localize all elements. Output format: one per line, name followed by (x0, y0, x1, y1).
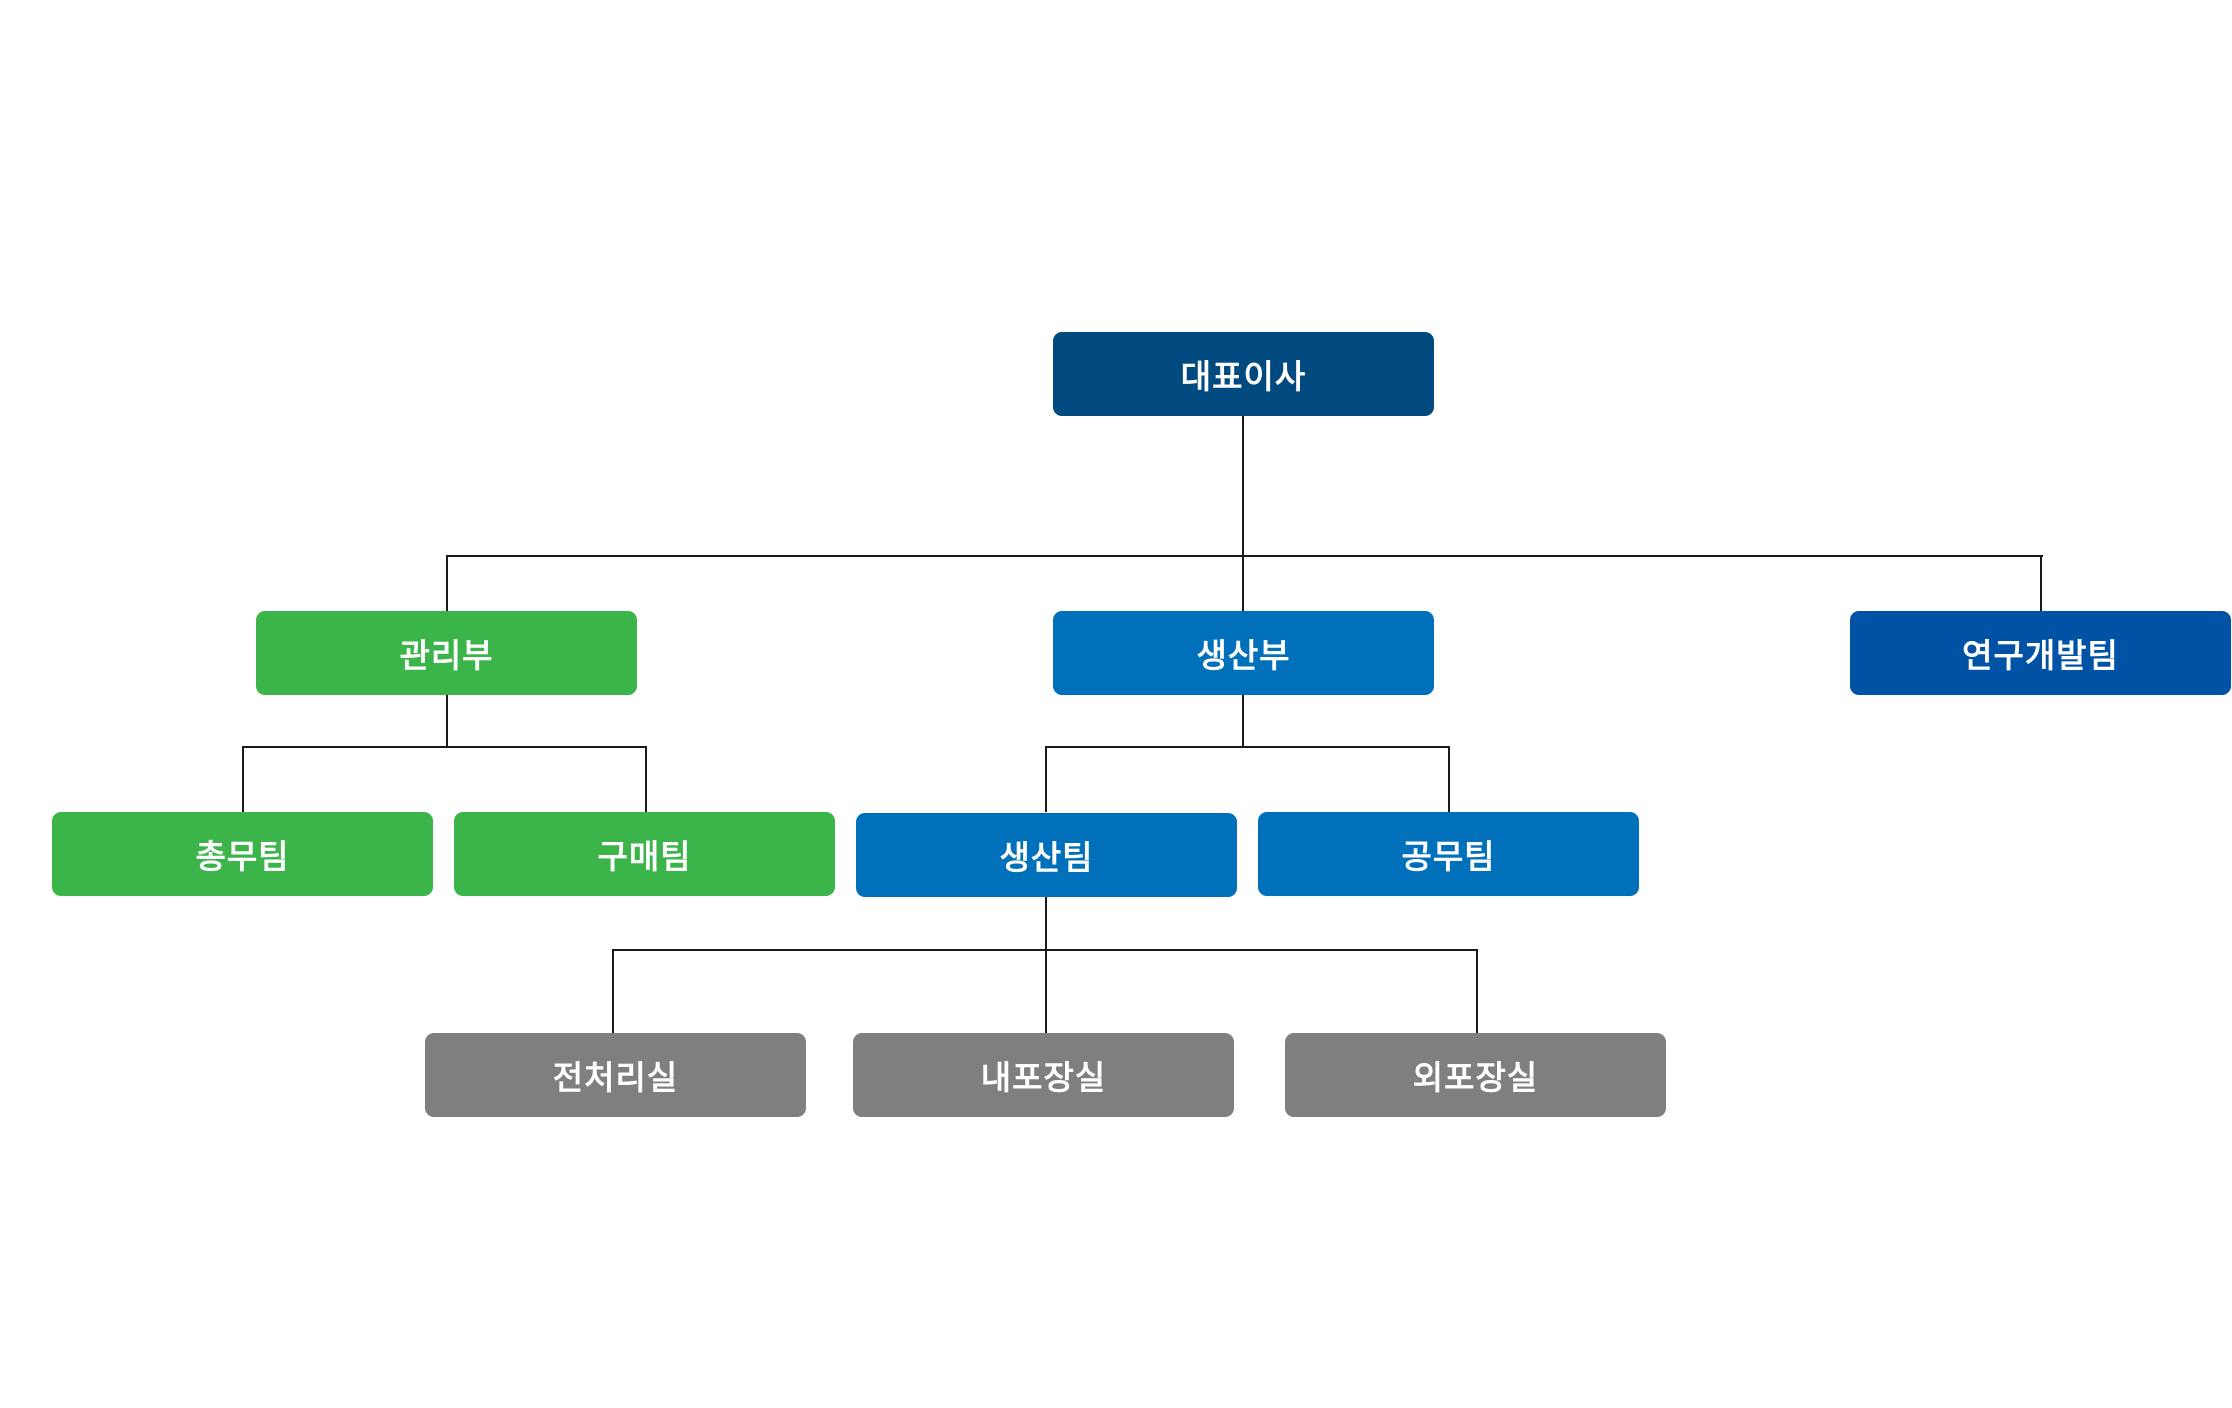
general-affairs-team-label: 총무팀 (195, 837, 290, 876)
connector-facilities-up (1448, 746, 1450, 812)
production-team-box: 생산팀 (856, 813, 1237, 897)
connector-production-team-down (1045, 897, 1047, 1033)
general-affairs-team-box: 총무팀 (52, 812, 433, 896)
ceo-label: 대표이사 (1180, 357, 1307, 396)
purchasing-team-label: 구매팀 (597, 837, 692, 876)
inner-packing-room-box: 내포장실 (853, 1033, 1234, 1117)
preprocessing-room-label: 전처리실 (552, 1058, 679, 1097)
connector-purchasing-up (645, 746, 647, 812)
connector-production-bar (1045, 746, 1450, 748)
outer-packing-room-label: 외포장실 (1412, 1058, 1539, 1097)
connector-production-up (1242, 555, 1244, 611)
facilities-team-box: 공무팀 (1258, 812, 1639, 896)
connector-general-affairs-up (242, 746, 244, 812)
connector-rnd-up (2040, 555, 2042, 611)
connector-preprocessing-up (612, 949, 614, 1033)
preprocessing-room-box: 전처리실 (425, 1033, 806, 1117)
production-dept-label: 생산부 (1196, 636, 1291, 675)
connector-management-up (446, 555, 448, 611)
purchasing-team-box: 구매팀 (454, 812, 835, 896)
connector-production-down (1242, 695, 1244, 747)
rnd-team-box: 연구개발팀 (1850, 611, 2231, 695)
production-team-label: 생산팀 (999, 838, 1094, 877)
connector-management-down (446, 695, 448, 747)
outer-packing-room-box: 외포장실 (1285, 1033, 1666, 1117)
ceo-box: 대표이사 (1053, 332, 1434, 416)
facilities-team-label: 공무팀 (1401, 837, 1496, 876)
connector-dept-bar (446, 555, 2043, 557)
management-dept-box: 관리부 (256, 611, 637, 695)
inner-packing-room-label: 내포장실 (980, 1058, 1107, 1097)
management-dept-label: 관리부 (399, 636, 494, 675)
connector-ceo-down (1242, 416, 1244, 556)
connector-rooms-bar (612, 949, 1478, 951)
rnd-team-label: 연구개발팀 (1962, 636, 2119, 675)
connector-management-bar (242, 746, 647, 748)
production-dept-box: 생산부 (1053, 611, 1434, 695)
connector-production-team-up (1045, 746, 1047, 812)
connector-outer-packing-up (1476, 949, 1478, 1033)
